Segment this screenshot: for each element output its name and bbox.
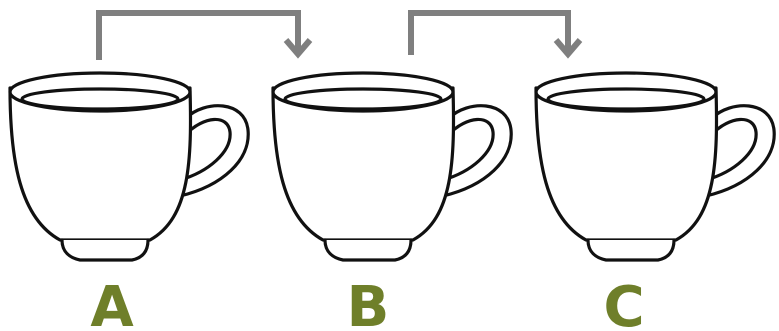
cup-rim [271,71,455,113]
cup-foot [586,238,676,262]
cup-foot [323,238,413,262]
cup-label-b: B [347,275,390,331]
arrow-b-to-c [408,10,583,59]
cup-c: C [534,71,776,331]
cup-foot [60,238,150,262]
cup-label-a: A [90,275,134,331]
arrow-a-to-b [96,10,313,60]
cup-b: B [271,71,513,331]
cup-label-c: C [603,275,644,331]
cup-inner-rim [20,87,180,111]
cup-inner-rim [283,87,443,111]
cup-body [271,86,456,242]
cup-rim [8,71,192,113]
cup-a: A [8,71,250,331]
cup-inner-rim [546,87,706,111]
cup-body [8,86,193,242]
cup-body [534,86,719,242]
cup-rim [534,71,718,113]
